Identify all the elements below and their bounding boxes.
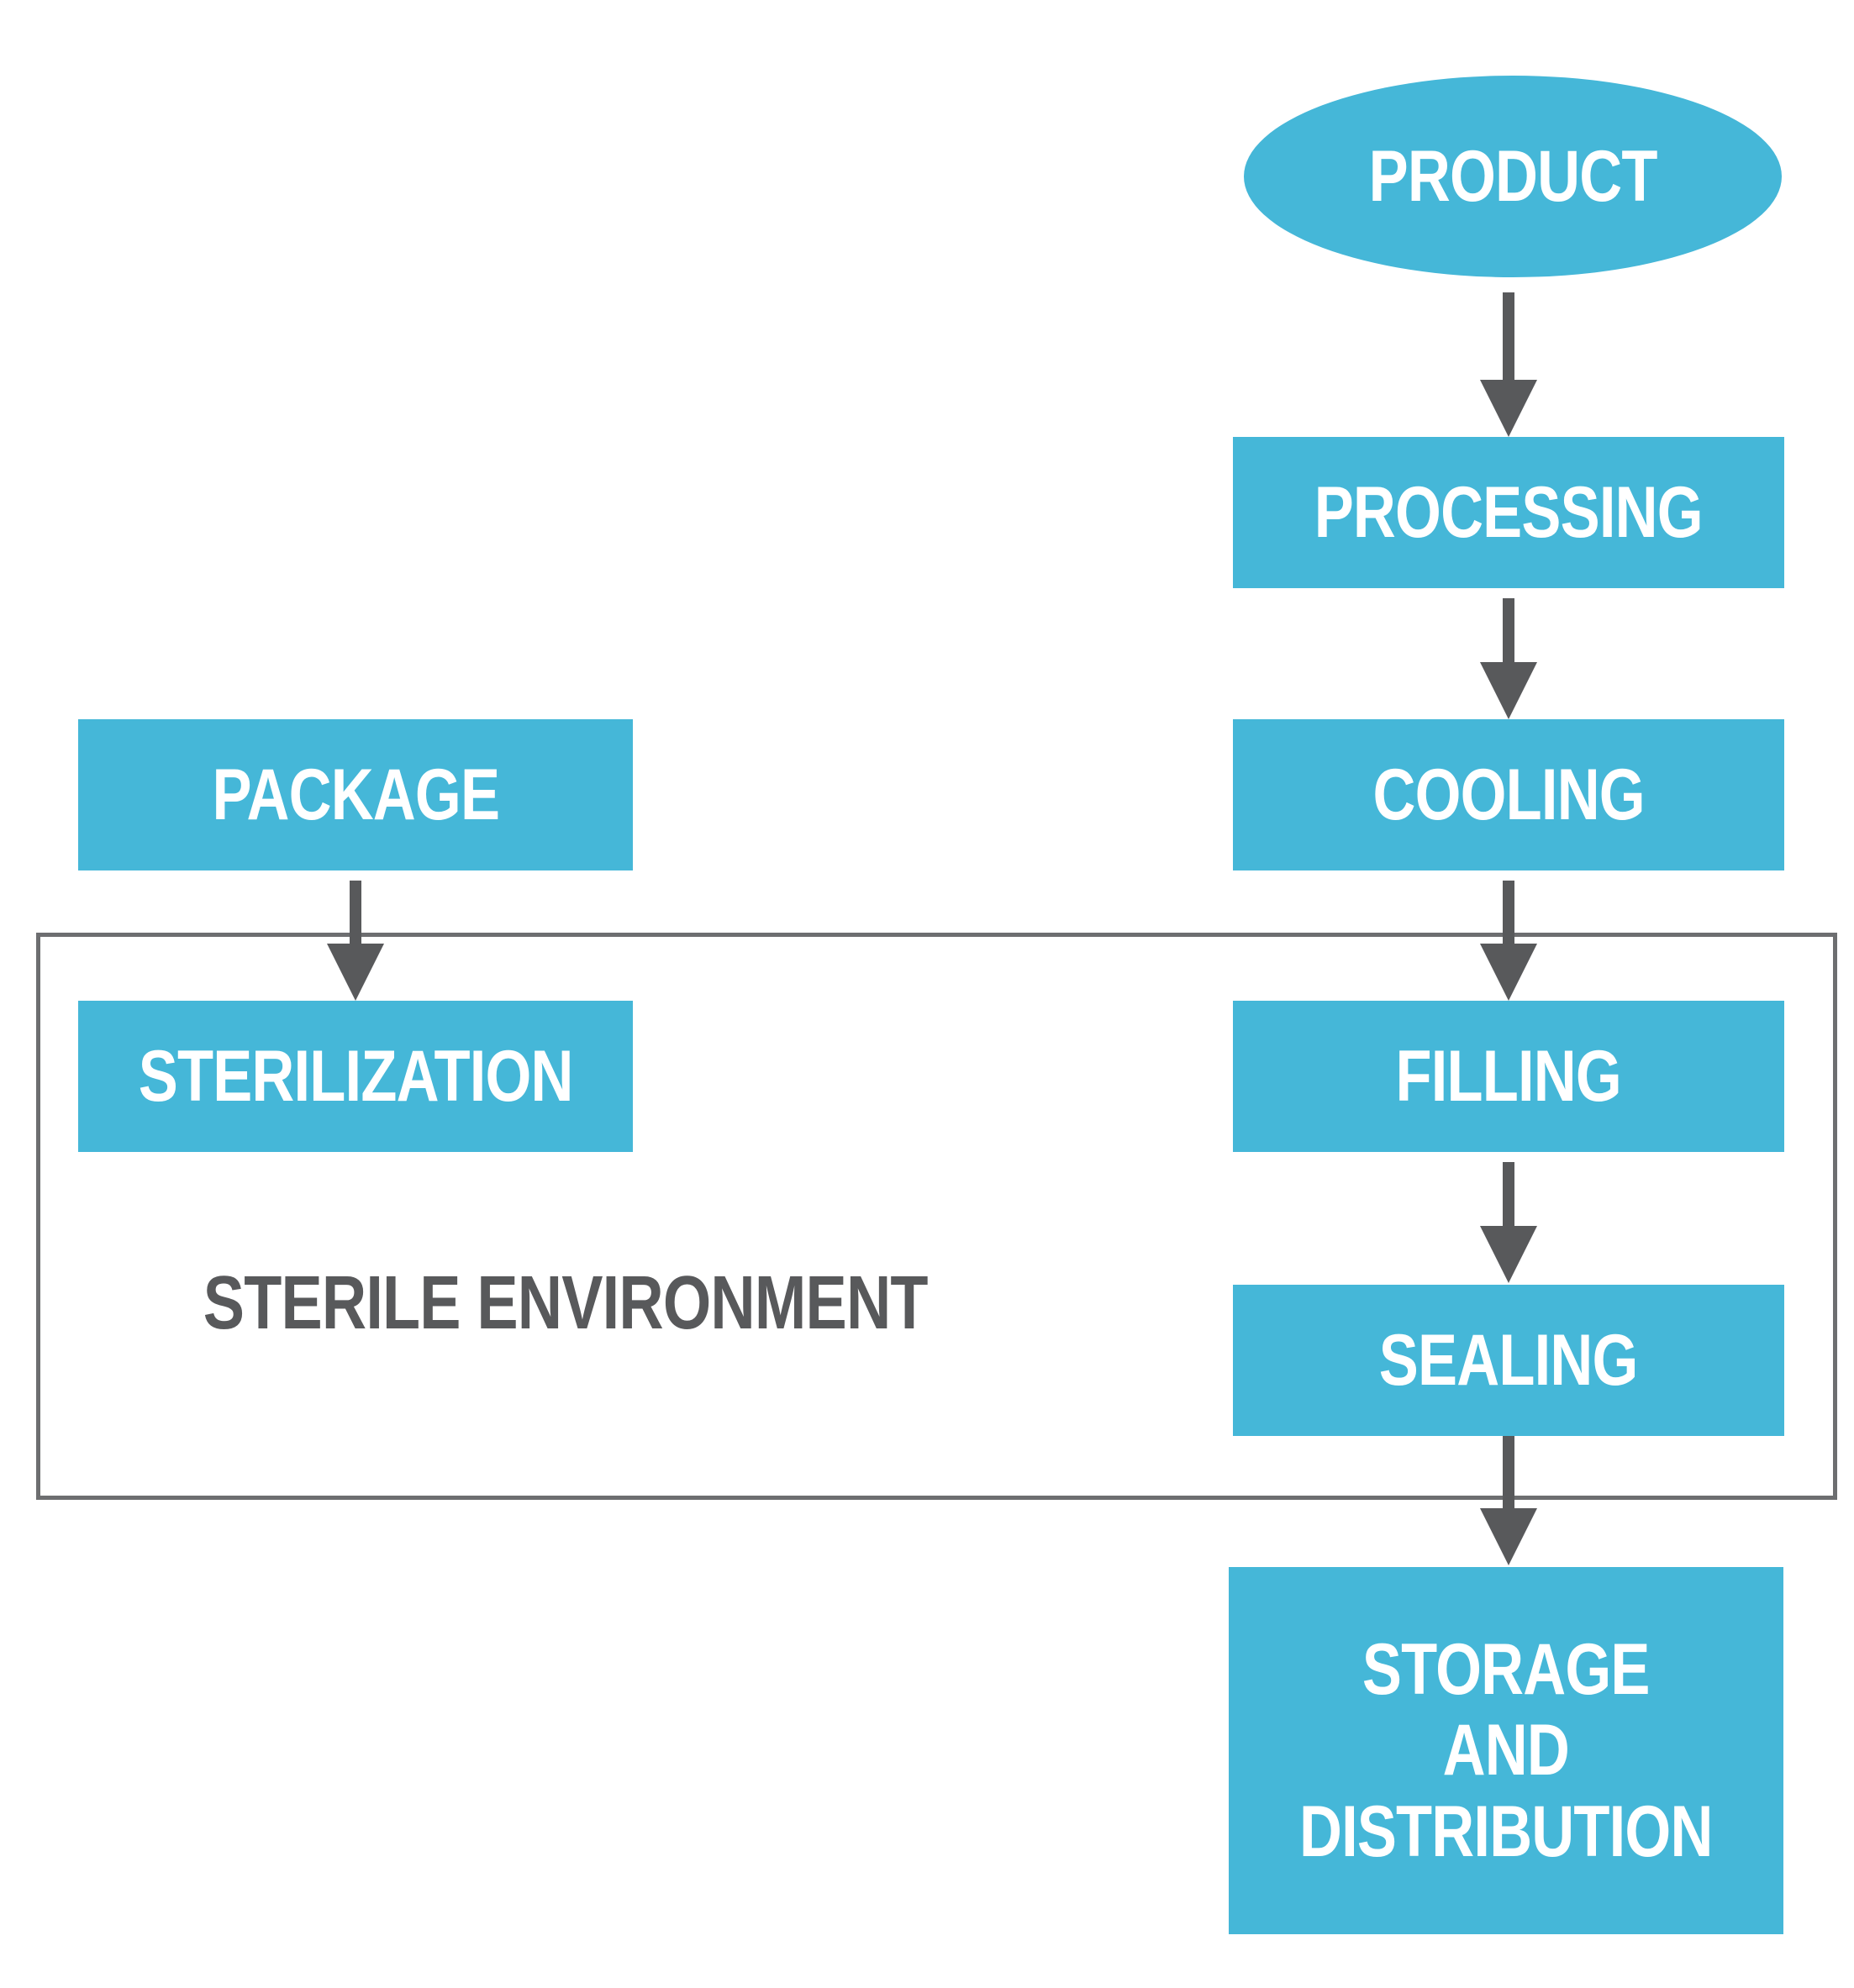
arrow-shaft	[1503, 1162, 1514, 1228]
arrow-down-icon	[327, 944, 384, 1001]
product-node-label: PRODUCT	[1368, 135, 1658, 217]
arrow-down-icon	[1480, 1508, 1537, 1565]
arrow-down-icon	[1480, 380, 1537, 437]
storage-line-1: STORAGE	[1362, 1629, 1651, 1711]
storage-line-3: DISTRIBUTION	[1299, 1791, 1713, 1872]
filling-node: FILLING	[1233, 1001, 1784, 1152]
arrow-down-icon	[1480, 662, 1537, 719]
sealing-node-label: SEALING	[1379, 1319, 1639, 1401]
storage-line-2: AND	[1442, 1710, 1570, 1791]
sterilization-node: STERILIZATION	[78, 1001, 633, 1152]
cooling-node-label: COOLING	[1372, 754, 1645, 835]
package-node-label: PACKAGE	[212, 754, 499, 835]
arrow-shaft	[350, 881, 361, 945]
arrow-shaft	[1503, 881, 1514, 945]
storage-node-label: STORAGE AND DISTRIBUTION	[1299, 1629, 1713, 1872]
cooling-node: COOLING	[1233, 719, 1784, 870]
product-node: PRODUCT	[1244, 76, 1782, 277]
processing-node-label: PROCESSING	[1314, 471, 1704, 553]
arrow-shaft	[1503, 292, 1514, 383]
storage-and-distribution-node: STORAGE AND DISTRIBUTION	[1229, 1567, 1783, 1934]
sterile-environment-label: STERILE ENVIRONMENT	[203, 1261, 929, 1345]
arrow-down-icon	[1480, 944, 1537, 1001]
arrow-down-icon	[1480, 1226, 1537, 1283]
arrow-shaft	[1503, 1436, 1514, 1510]
processing-node: PROCESSING	[1233, 437, 1784, 588]
sterilization-node-label: STERILIZATION	[138, 1035, 574, 1117]
sterile-environment-zone	[36, 933, 1837, 1500]
arrow-shaft	[1503, 598, 1514, 665]
sealing-node: SEALING	[1233, 1285, 1784, 1436]
filling-node-label: FILLING	[1395, 1035, 1622, 1117]
package-node: PACKAGE	[78, 719, 633, 870]
